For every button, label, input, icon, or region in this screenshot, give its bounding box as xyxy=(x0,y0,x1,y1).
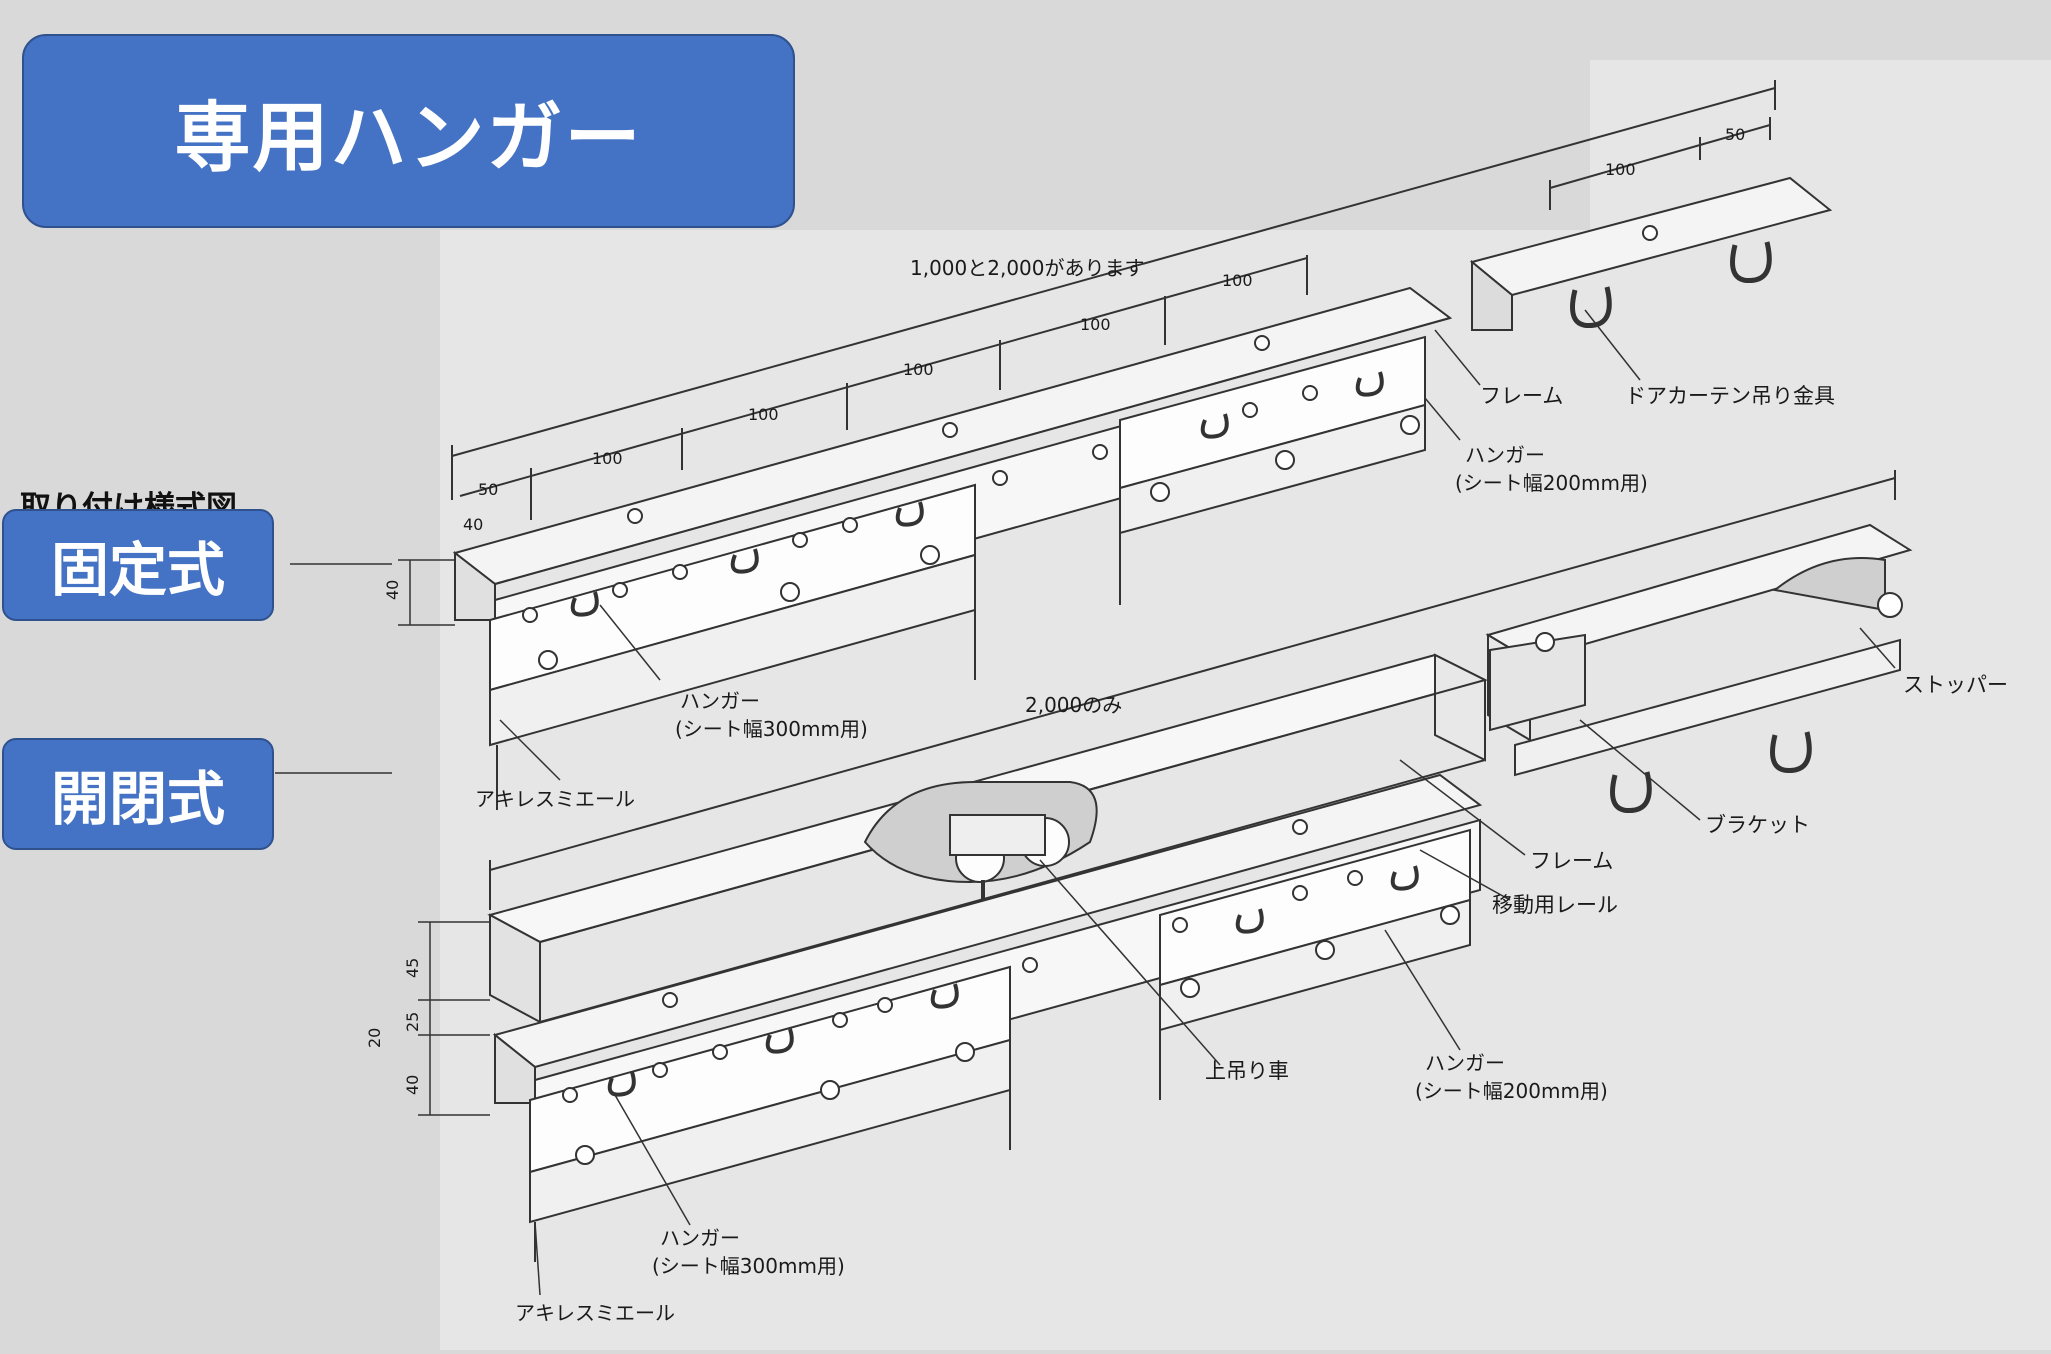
label-frame-bottom: フレーム xyxy=(1530,849,1613,873)
diagram-labels: 1,000と2,000があります 100 100 100 100 100 50 … xyxy=(365,125,2008,1325)
label-dim-40-opening: 40 xyxy=(403,1075,422,1095)
label-length-note-bottom: 2,000のみ xyxy=(1025,693,1122,717)
label-frame-top: フレーム xyxy=(1480,384,1563,408)
label-hanger200-top-sub: (シート幅200mm用) xyxy=(1455,471,1648,495)
label-dim-25: 25 xyxy=(403,1012,422,1032)
label-bracket-dim-100: 100 xyxy=(1605,160,1636,179)
door-curtain-bracket xyxy=(1469,117,1833,331)
label-hanger300-top: ハンガー xyxy=(680,689,760,713)
label-dim-40: 40 xyxy=(463,515,483,534)
label-dim-100: 100 xyxy=(1080,315,1111,334)
label-hanger200-top: ハンガー xyxy=(1465,443,1545,467)
opening-type-tag: 開閉式 xyxy=(2,738,274,850)
label-hanger300-top-sub: (シート幅300mm用) xyxy=(675,717,868,741)
label-bracket-dim-50: 50 xyxy=(1725,125,1745,144)
label-dim-40-fixed: 40 xyxy=(383,580,402,600)
label-door-curtain-bracket: ドアカーテン吊り金具 xyxy=(1625,384,1835,408)
label-hanger300-bottom: ハンガー xyxy=(660,1226,740,1250)
label-dim-100: 100 xyxy=(1222,271,1253,290)
label-eyelet-bottom: アキレスミエール xyxy=(515,1301,675,1325)
dimension-40-fixed xyxy=(398,559,455,626)
label-top-trolley: 上吊り車 xyxy=(1205,1059,1289,1083)
leader-lines-bottom xyxy=(275,627,1896,1296)
fixed-type-assembly xyxy=(451,80,1776,810)
label-hanger300-bottom-sub: (シート幅300mm用) xyxy=(652,1254,845,1278)
fixed-type-tag: 固定式 xyxy=(2,509,274,621)
dimension-line-top xyxy=(451,87,1776,457)
label-dim-100: 100 xyxy=(903,360,934,379)
label-hanger200-bottom: ハンガー xyxy=(1425,1051,1505,1075)
vertical-dimensions-opening xyxy=(418,921,490,1116)
label-length-note-top: 1,000と2,000があります xyxy=(910,256,1145,280)
label-bracket: ブラケット xyxy=(1705,813,1810,837)
leader-lines-top xyxy=(290,309,1641,781)
label-hanger200-bottom-sub: (シート幅200mm用) xyxy=(1415,1079,1608,1103)
page-title: 専用ハンガー xyxy=(22,34,795,228)
label-dim-50: 50 xyxy=(478,480,498,499)
label-stopper: ストッパー xyxy=(1903,673,2008,697)
label-dim-100: 100 xyxy=(748,405,779,424)
label-moving-rail: 移動用レール xyxy=(1492,893,1618,917)
label-dim-45: 45 xyxy=(403,958,422,978)
label-dim-100: 100 xyxy=(592,449,623,468)
label-eyelet-top: アキレスミエール xyxy=(475,787,635,811)
stopper-bracket-assembly xyxy=(1485,523,1913,814)
label-dim-20: 20 xyxy=(365,1028,384,1048)
opening-type-assembly xyxy=(487,470,1896,1262)
